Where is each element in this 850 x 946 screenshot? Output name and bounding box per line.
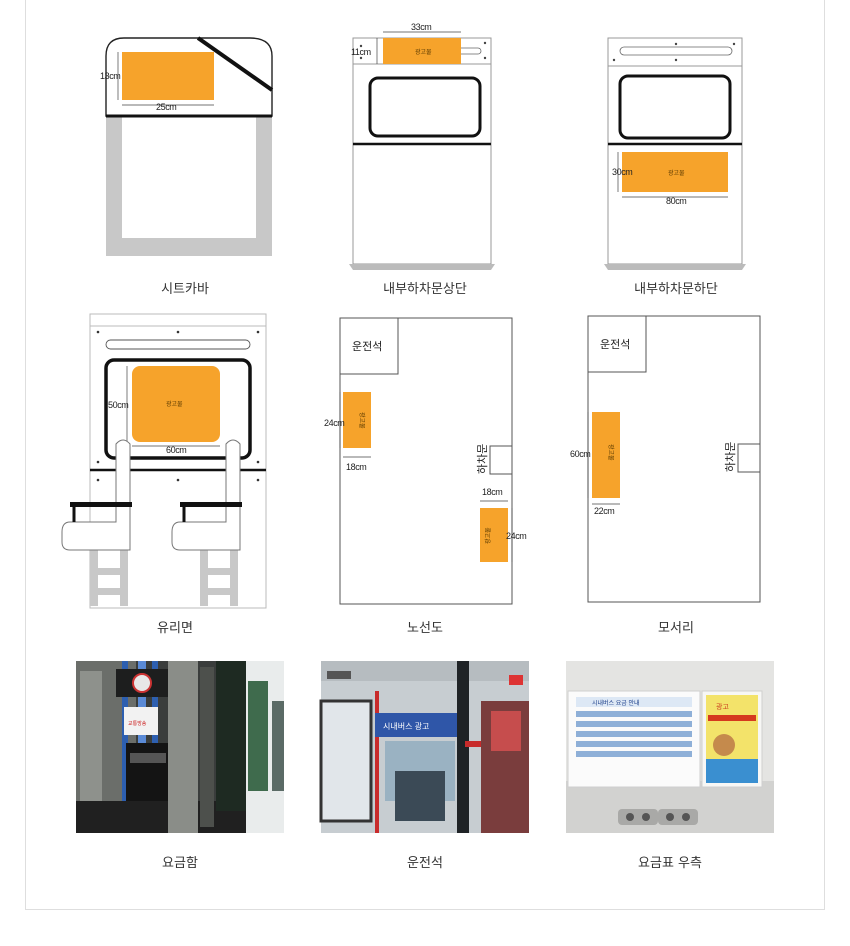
caption-door-bottom: 내부하차문하단	[634, 282, 718, 297]
fare-table-ad-text: 광고	[716, 703, 729, 711]
seat-cover-height-label: 13cm	[100, 71, 120, 81]
seat-cover-width-label: 25cm	[156, 102, 176, 112]
caption-door-top: 내부하차문상단	[383, 282, 467, 297]
door-bottom-diagram: 광고물 30cm 80cm	[604, 37, 746, 270]
route-map-ad-2-width-label: 18cm	[482, 487, 502, 497]
route-map-ad-1-height-label: 24cm	[324, 418, 344, 428]
door-top-ad	[383, 38, 461, 64]
route-map-ad-1-width-label: 18cm	[346, 462, 366, 472]
route-map-ad-2	[480, 508, 508, 562]
door-top-height-label: 11cm	[351, 47, 371, 57]
caption-glass: 유리면	[157, 621, 193, 636]
door-top-width-label: 33cm	[411, 22, 431, 32]
corner-height-label: 60cm	[570, 449, 590, 459]
photo-fare-table-right: 시내버스 요금 안내 광고	[566, 661, 774, 833]
caption-driver-seat: 운전석	[407, 856, 443, 871]
route-map-ad-1	[343, 392, 371, 448]
door-bottom-ad	[622, 152, 728, 192]
seat-cover-diagram: 13cm 25cm	[100, 36, 274, 256]
door-top-diagram: 광고물 33cm 11cm	[349, 22, 495, 270]
corner-ad	[592, 412, 620, 498]
fare-table-header-text: 시내버스 요금 안내	[592, 699, 640, 707]
glass-ad-text: 광고물	[166, 401, 183, 408]
photo-driver-seat: 시내버스 광고	[319, 661, 529, 833]
route-map-ad-1-text: 광고물	[358, 412, 365, 429]
photo-fare-box: 교통방송	[76, 661, 284, 833]
door-bottom-height-label: 30cm	[612, 167, 632, 177]
caption-route-map: 노선도	[407, 621, 443, 636]
door-bottom-ad-text: 광고물	[668, 170, 685, 177]
door-top-ad-text: 광고물	[415, 49, 432, 56]
glass-width-label: 60cm	[166, 445, 186, 455]
corner-diagram: 운전석 하차문 광고물 60cm 22cm	[570, 315, 761, 603]
corner-width-label: 22cm	[594, 506, 614, 516]
glass-height-label: 50cm	[108, 400, 128, 410]
route-map-diagram: 운전석 하차문 광고물 24cm 18cm 광고물 18cm 24cm	[324, 317, 527, 605]
glass-diagram: 광고물 50cm 60cm	[61, 313, 267, 609]
corner-driver-label: 운전석	[600, 338, 630, 351]
caption-fare-box: 요금함	[162, 856, 198, 871]
route-map-driver-label: 운전석	[352, 340, 382, 353]
driver-seat-banner-text: 시내버스 광고	[383, 721, 429, 731]
caption-fare-table-right: 요금표 우측	[638, 856, 702, 871]
door-bottom-width-label: 80cm	[666, 196, 686, 206]
route-map-door-label: 하차문	[475, 444, 489, 474]
caption-corner: 모서리	[658, 621, 694, 636]
fare-box-sign-text: 교통방송	[128, 720, 147, 727]
glass-ad	[132, 366, 220, 442]
seat-cover-ad	[122, 52, 214, 100]
route-map-ad-2-text: 광고물	[485, 527, 492, 544]
caption-seat-cover: 시트카바	[161, 282, 209, 297]
corner-door-label: 하차문	[723, 442, 737, 472]
route-map-ad-2-height-label: 24cm	[506, 531, 526, 541]
corner-ad-text: 광고물	[607, 444, 614, 461]
